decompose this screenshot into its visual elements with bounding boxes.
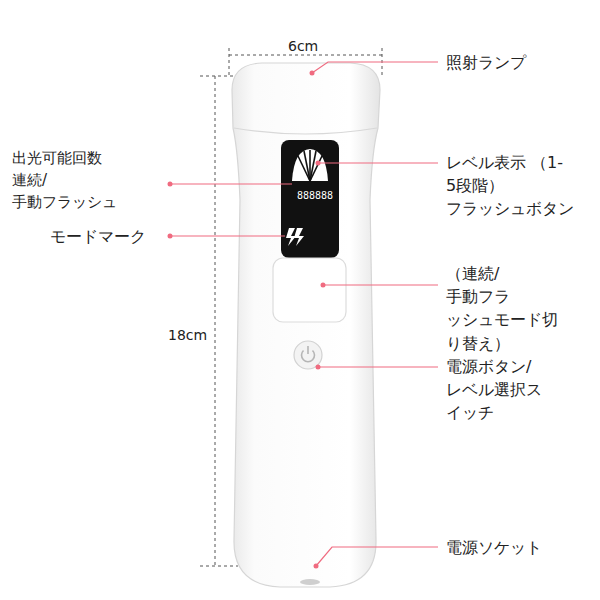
display-digits: 888888 [297, 190, 333, 201]
part-label: （連続/手動フラ ッシュモード切 り替え） [446, 262, 558, 355]
dimension-height: 18cm [168, 325, 207, 345]
part-label: モードマーク [50, 225, 146, 248]
power-symbol [302, 346, 315, 362]
power-button [294, 341, 322, 369]
part-label: 電源ボタン/ レベル選択ス イッチ [446, 355, 542, 425]
head-seam [234, 128, 377, 134]
device-body [232, 63, 380, 587]
part-label: レベル表示 （1-5段階） フラッシュボタン [446, 151, 574, 221]
level-icon [292, 149, 328, 181]
part-label: 電源ソケット [446, 536, 542, 559]
power-socket [300, 579, 320, 585]
part-label: 照射ランプ [446, 51, 526, 74]
mode-icon [286, 228, 304, 246]
leader-lines [170, 62, 438, 566]
lcd-display [281, 140, 339, 258]
flash-button [273, 258, 346, 322]
dimension-width: 6cm [288, 36, 318, 56]
leader-dots [168, 71, 326, 569]
part-label: 出光可能回数 連続/手動フラッシュ [12, 148, 117, 213]
